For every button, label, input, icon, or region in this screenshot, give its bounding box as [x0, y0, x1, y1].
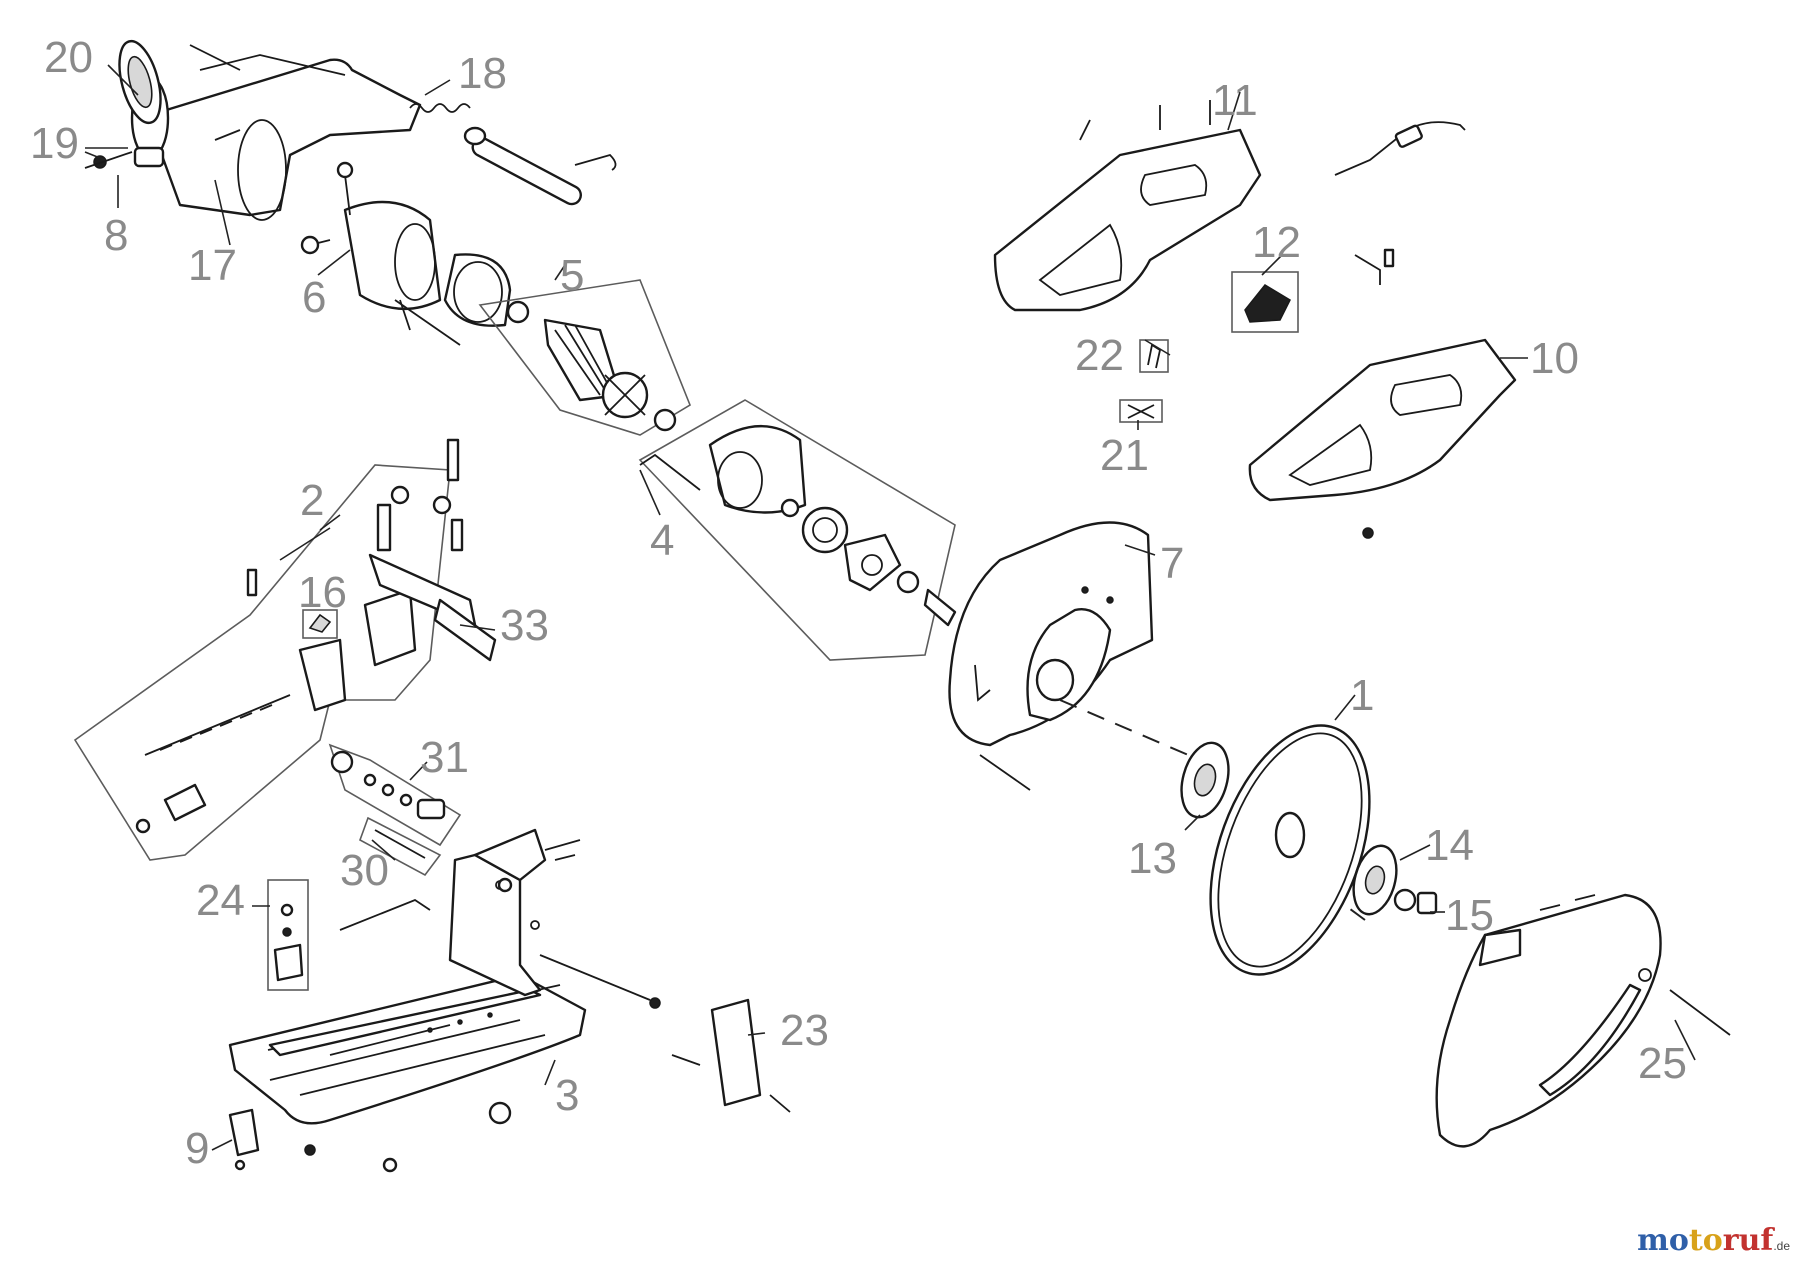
vise-group-part-2 [73, 438, 477, 861]
callout-1: 1 [1350, 671, 1374, 720]
brush-holder-part-19 [84, 146, 165, 169]
callout-22: 22 [1075, 331, 1124, 380]
callout-17: 17 [188, 241, 237, 290]
callout-24: 24 [196, 876, 245, 925]
callout-labels: 20 19 8 17 6 18 5 4 7 11 12 10 22 21 1 1… [30, 33, 1687, 1173]
callout-25: 25 [1638, 1039, 1687, 1088]
callout-20: 20 [44, 33, 93, 82]
callout-4: 4 [650, 516, 674, 565]
callout-8: 8 [104, 211, 128, 260]
callout-7: 7 [1160, 539, 1184, 588]
flange-part-13 [1180, 741, 1230, 819]
fence-plate [448, 828, 661, 1009]
callout-3: 3 [555, 1071, 579, 1120]
cutting-disc-part-1 [1209, 724, 1371, 976]
leader-lines [84, 64, 1696, 1151]
bracket-part-23 [671, 998, 791, 1113]
axis-line-upper [1059, 699, 1201, 761]
spindle-part-31 [328, 743, 462, 847]
callout-16: 16 [298, 568, 347, 617]
motor-housing-part-17 [130, 54, 422, 221]
foot-part-9 [228, 1108, 398, 1173]
nut-part-15 [1393, 888, 1438, 915]
callout-30: 30 [340, 846, 389, 895]
watermark-to: to [1688, 1223, 1723, 1258]
end-cap-part-20 [118, 39, 162, 125]
lower-guard-part-25 [1435, 893, 1731, 1148]
callout-13: 13 [1128, 834, 1177, 883]
handle-half-part-10 [1248, 338, 1517, 502]
switch-part-12 [1231, 271, 1299, 333]
callout-11: 11 [1212, 76, 1258, 125]
callout-21: 21 [1100, 431, 1149, 480]
callout-18: 18 [458, 49, 507, 98]
clamp-part-24 [267, 879, 309, 991]
power-cord [1334, 121, 1466, 539]
base-plate-part-3 [228, 898, 587, 1125]
flange-part-14 [1352, 844, 1398, 916]
callout-6: 6 [302, 273, 326, 322]
callout-5: 5 [560, 251, 584, 300]
watermark-mo: mo [1637, 1223, 1689, 1258]
callout-2: 2 [300, 476, 324, 525]
callout-9: 9 [185, 1124, 209, 1173]
handle-half-part-11 [993, 100, 1262, 312]
armature-group-part-5 [478, 279, 691, 436]
callout-14: 14 [1425, 821, 1474, 870]
stator-part-6 [300, 161, 461, 346]
stator-ring [443, 253, 512, 327]
motoruf-watermark-logo: motoruf.de [1637, 1223, 1790, 1258]
callout-10: 10 [1530, 334, 1579, 383]
rod-part-30 [359, 816, 442, 877]
clamp-part-16 [302, 609, 338, 639]
callout-31: 31 [420, 733, 469, 782]
callout-12: 12 [1252, 218, 1301, 267]
gear-housing-group-part-4 [638, 399, 957, 661]
watermark-ruf: ruf [1722, 1223, 1774, 1258]
screw-small-top [189, 44, 617, 171]
watermark-suffix: .de [1773, 1239, 1790, 1253]
part-21 [1119, 399, 1163, 423]
callout-33: 33 [500, 601, 549, 650]
blade-guard-part-7 [948, 521, 1154, 791]
spring-part-18 [409, 103, 582, 206]
callout-23: 23 [780, 1006, 829, 1055]
callout-15: 15 [1445, 891, 1494, 940]
callout-19: 19 [30, 119, 79, 168]
